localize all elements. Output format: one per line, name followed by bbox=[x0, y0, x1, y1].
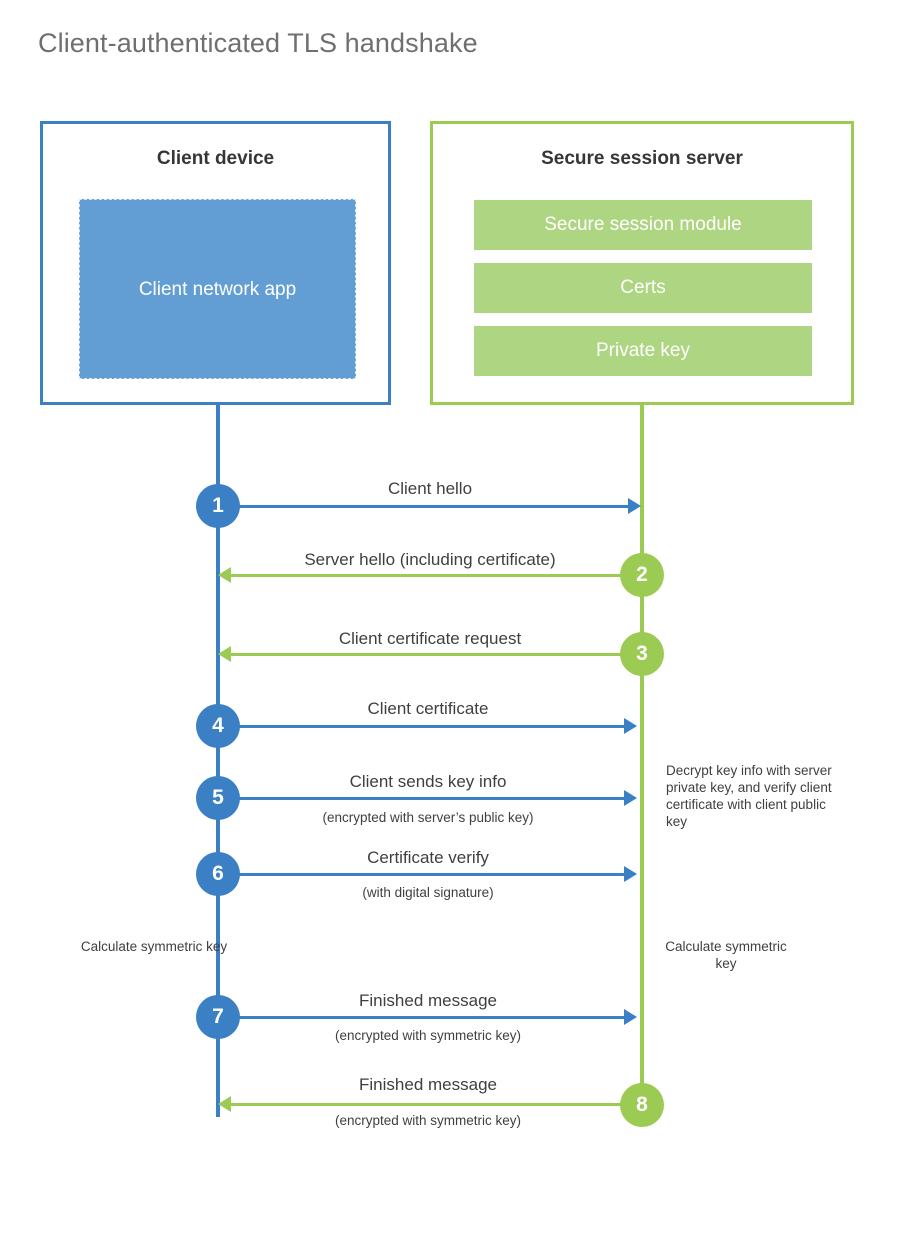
message-8-label: Finished message bbox=[359, 1075, 497, 1094]
message-8-arrow-line bbox=[231, 1103, 642, 1106]
message-8-sublabel: (encrypted with symmetric key) bbox=[334, 1113, 522, 1128]
message-6-label: Certificate verify bbox=[367, 848, 489, 867]
message-2-label: Server hello (including certificate) bbox=[304, 550, 556, 569]
message-4-label: Client certificate bbox=[367, 699, 489, 718]
step-circle-1: 1 bbox=[196, 484, 240, 528]
message-2-arrow-head-icon bbox=[218, 567, 231, 583]
message-7-arrow-head-icon bbox=[624, 1009, 637, 1025]
message-3-arrow-line bbox=[231, 653, 642, 656]
message-5-arrow-line bbox=[218, 797, 624, 800]
server-component-secure-session-module: Secure session module bbox=[474, 200, 812, 250]
message-5-sublabel: (encrypted with server’s public key) bbox=[322, 810, 534, 825]
client-network-app-block: Client network app bbox=[79, 199, 356, 379]
message-5-arrow-head-icon bbox=[624, 790, 637, 806]
message-6-sublabel: (with digital signature) bbox=[362, 885, 494, 900]
message-1-arrow-line bbox=[218, 505, 628, 508]
message-3-arrow-head-icon bbox=[218, 646, 231, 662]
secure-session-server-box: Secure session server Secure session mod… bbox=[430, 121, 854, 405]
message-2-arrow-line bbox=[231, 574, 642, 577]
message-7-arrow-line bbox=[218, 1016, 624, 1019]
secure-session-server-title: Secure session server bbox=[541, 148, 743, 169]
step-circle-5: 5 bbox=[196, 776, 240, 820]
message-1-arrow-head-icon bbox=[628, 498, 641, 514]
message-4-arrow-line bbox=[218, 725, 624, 728]
server-lifeline bbox=[640, 404, 644, 1105]
message-8-arrow-head-icon bbox=[218, 1096, 231, 1112]
message-4-arrow-head-icon bbox=[624, 718, 637, 734]
message-7-label: Finished message bbox=[359, 991, 497, 1010]
message-3-label: Client certificate request bbox=[338, 629, 522, 648]
client-network-app-label: Client network app bbox=[138, 278, 297, 300]
message-6-arrow-head-icon bbox=[624, 866, 637, 882]
client-device-title: Client device bbox=[156, 148, 275, 169]
note-client-calculate-symmetric-key: Calculate symmetric key bbox=[80, 939, 228, 954]
step-circle-6: 6 bbox=[196, 852, 240, 896]
client-device-box: Client device Client network app bbox=[40, 121, 391, 405]
step-circle-7: 7 bbox=[196, 995, 240, 1039]
client-lifeline bbox=[216, 404, 220, 1117]
message-5-label: Client sends key info bbox=[349, 772, 507, 791]
note-server-calculate-symmetric-key: Calculate symmetric key bbox=[665, 939, 787, 971]
step-circle-3: 3 bbox=[620, 632, 664, 676]
message-7-sublabel: (encrypted with symmetric key) bbox=[334, 1028, 522, 1043]
server-component-private-key: Private key bbox=[474, 326, 812, 376]
message-1-label: Client hello bbox=[387, 479, 473, 498]
server-component-certs: Certs bbox=[474, 263, 812, 313]
step-circle-8: 8 bbox=[620, 1083, 664, 1127]
message-6-arrow-line bbox=[218, 873, 624, 876]
step-circle-2: 2 bbox=[620, 553, 664, 597]
page-title: Client-authenticated TLS handshake bbox=[38, 28, 478, 58]
note-server-decrypt: Decrypt key info with server private key… bbox=[666, 763, 832, 829]
step-circle-4: 4 bbox=[196, 704, 240, 748]
